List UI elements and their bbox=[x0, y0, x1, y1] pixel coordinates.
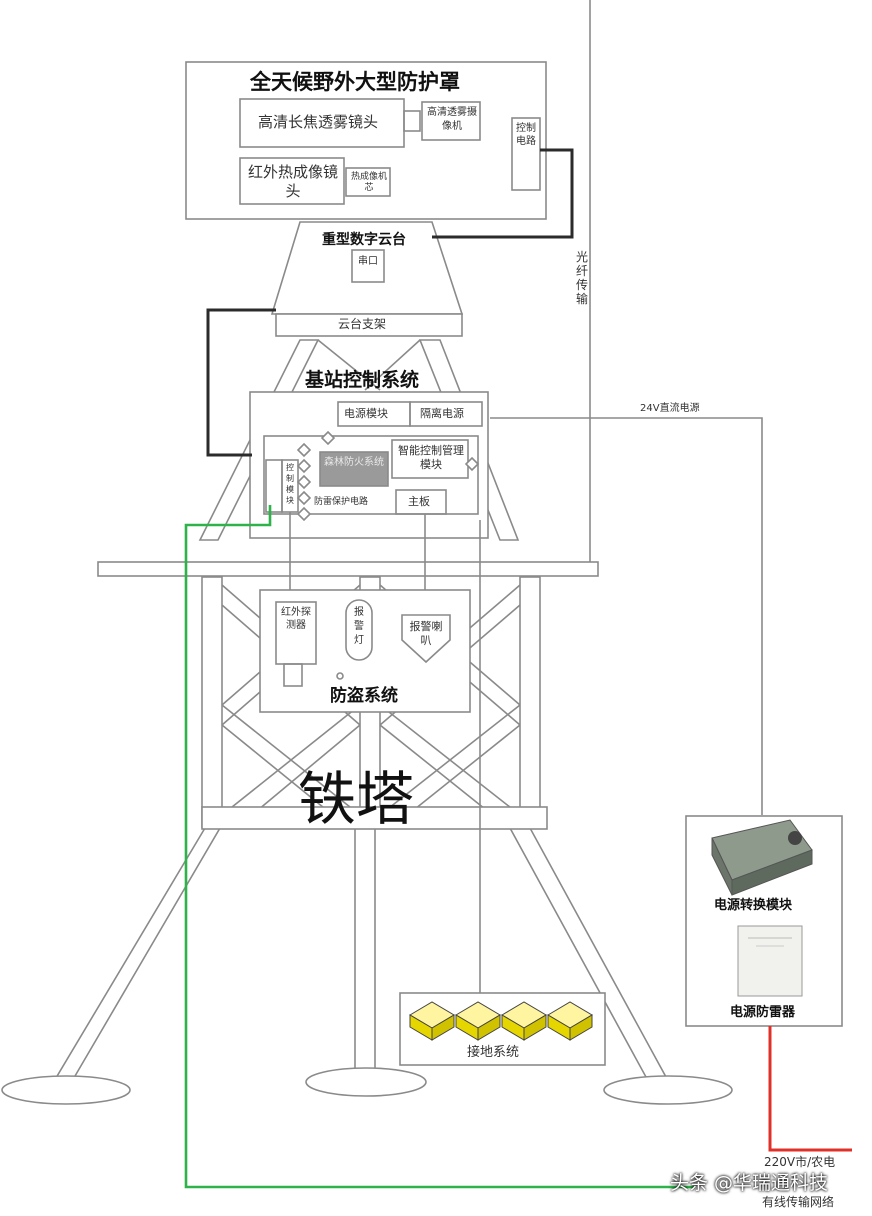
foot-pad-left bbox=[1, 1075, 131, 1105]
smart-ctrl-label: 智能控制管理模块 bbox=[398, 444, 464, 471]
isolated-power-box bbox=[409, 401, 483, 427]
ir-core-box bbox=[345, 167, 391, 197]
dc-power-line bbox=[490, 417, 763, 815]
hd-camera-label: 高清透雾摄像机 bbox=[427, 107, 477, 132]
tower-post-right bbox=[519, 576, 541, 828]
siren-shape bbox=[401, 614, 451, 664]
surge-module-label: 防雷保护电路 bbox=[314, 497, 369, 507]
mainboard-label: 主板 bbox=[408, 495, 430, 508]
hd-camera-box bbox=[421, 101, 481, 141]
side-module-label: 控制电路 bbox=[516, 123, 536, 147]
ptz-port-label: 串口 bbox=[358, 256, 378, 267]
tower-post-left bbox=[201, 576, 223, 828]
foot-pad-right bbox=[603, 1075, 733, 1105]
grounding-label: 接地系统 bbox=[467, 1045, 520, 1060]
ir-core-label: 热成像机芯 bbox=[350, 172, 387, 193]
control-board-box bbox=[263, 435, 479, 515]
ptz-port-box bbox=[351, 249, 385, 283]
smart-ctrl-box bbox=[391, 439, 469, 479]
anti-theft-title: 防盗系统 bbox=[330, 686, 398, 706]
fiber-label: 光纤传输 bbox=[576, 250, 589, 306]
ptz-title: 重型数字云台 bbox=[322, 232, 406, 248]
ir-lens-box bbox=[239, 157, 345, 205]
ptz-cable bbox=[432, 148, 574, 239]
fire-system-label: 森林防火系统 bbox=[324, 457, 384, 468]
siren-label: 报警喇叭 bbox=[409, 620, 443, 647]
tower-leg-left bbox=[48, 827, 222, 1089]
surge-protector-image bbox=[737, 925, 803, 997]
side-module-box bbox=[511, 117, 541, 191]
base-station-title: 基站控制系统 bbox=[305, 369, 420, 391]
foot-pad-center bbox=[305, 1067, 427, 1097]
detector-label: 红外探测器 bbox=[281, 607, 311, 631]
dc-power-label: 24V直流电源 bbox=[640, 403, 700, 414]
tower-lower-beam bbox=[201, 806, 548, 830]
watermark: 头条 @华瑞通科技 bbox=[670, 1172, 829, 1194]
power-converter-label: 电源转换模块 bbox=[714, 898, 793, 913]
ports-label: 控制模块 bbox=[286, 463, 294, 505]
enclosure-box bbox=[185, 61, 547, 220]
isolated-power-label: 隔离电源 bbox=[420, 407, 464, 420]
bracket-label: 云台支架 bbox=[338, 317, 387, 331]
red-ac-cable bbox=[768, 1026, 852, 1152]
mainboard-box bbox=[395, 489, 447, 515]
alarm-light-shape bbox=[345, 599, 373, 661]
network-label: 有线传输网络 bbox=[762, 1195, 835, 1209]
bracket-box bbox=[275, 313, 463, 337]
ground-blocks bbox=[409, 1001, 593, 1041]
bracket-cable bbox=[206, 308, 276, 457]
hd-lens-label: 高清长焦透雾镜头 bbox=[258, 113, 379, 131]
alarm-light-label: 报警灯 bbox=[354, 607, 364, 646]
ac-power-label: 220V市/农电 bbox=[764, 1155, 836, 1169]
green-ground-cable bbox=[184, 505, 695, 1189]
power-module-label: 电源模块 bbox=[344, 407, 388, 420]
ir-lens-label: 红外热成像镜头 bbox=[248, 163, 339, 200]
fire-system-box bbox=[319, 451, 389, 487]
power-converter-image bbox=[711, 819, 813, 896]
tower-leg-center bbox=[354, 827, 376, 1079]
tower-label: 铁塔 bbox=[298, 765, 415, 833]
enclosure-title: 全天候野外大型防护罩 bbox=[250, 70, 460, 94]
surge-protector-label: 电源防雷器 bbox=[730, 1005, 796, 1020]
tower-platform bbox=[97, 561, 599, 577]
